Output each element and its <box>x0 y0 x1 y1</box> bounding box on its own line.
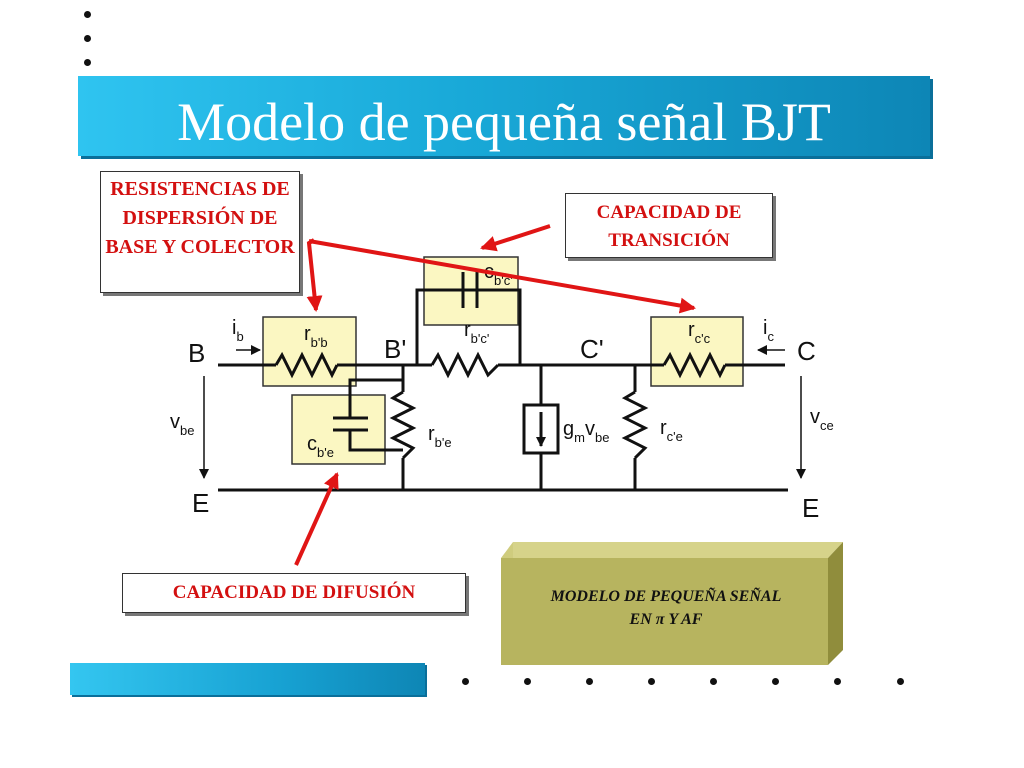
summary-box-text: MODELO DE PEQUEÑA SEÑAL EN π Y AF <box>505 585 827 631</box>
cbe-wire <box>348 378 403 400</box>
vbe-label: vbe <box>170 411 194 438</box>
decor-dot <box>524 678 531 685</box>
decor-dot <box>834 678 841 685</box>
node-e-left-label: E <box>192 488 209 518</box>
gm-vbe-label: gmvbe <box>563 418 609 445</box>
callout-capacidad-difusion: CAPACIDAD DE DIFUSIÓN <box>122 573 466 613</box>
vce-label: vce <box>810 406 834 433</box>
footer-bar <box>70 663 425 695</box>
decor-dot <box>84 11 91 18</box>
title-bar <box>78 76 930 156</box>
node-e-right-label: E <box>802 493 819 523</box>
rbe-label: rb'e <box>428 423 452 450</box>
ib-label: ib <box>232 317 244 344</box>
rcc-resistor <box>662 351 727 379</box>
rce-resistor <box>621 390 649 460</box>
ic-label: ic <box>763 317 774 344</box>
olive-box-side <box>828 542 843 665</box>
node-b-prime-label: B' <box>384 334 406 364</box>
rcc-highlight-box <box>650 316 744 387</box>
decor-dot <box>897 678 904 685</box>
rcc-label: rc'c <box>688 319 711 346</box>
arrow-to-rbb <box>306 238 323 312</box>
rbb-highlight-box <box>262 316 357 387</box>
slide-title: Modelo de pequeña señal BJT <box>177 92 831 152</box>
decor-dot <box>710 678 717 685</box>
cbe-label: cb'e <box>307 433 334 460</box>
arrow-to-rcc <box>308 239 696 314</box>
olive-box-face <box>501 558 828 665</box>
decor-dot <box>586 678 593 685</box>
decor-dot <box>84 35 91 42</box>
rbb-label: rb'b <box>304 323 328 350</box>
decor-dot <box>84 59 91 66</box>
decor-dot <box>648 678 655 685</box>
node-c-prime-label: C' <box>580 334 604 364</box>
callout-capacidad-transicion: CAPACIDAD DE TRANSICIÓN <box>565 193 773 258</box>
summary-line-2: EN π Y AF <box>629 611 703 628</box>
rbe-resistor <box>389 390 417 460</box>
rce-label: rc'e <box>660 417 683 444</box>
rbb-resistor <box>274 351 339 379</box>
summary-line-1: MODELO DE PEQUEÑA SEÑAL <box>550 588 782 605</box>
arrow-to-cbc <box>480 224 551 252</box>
olive-box-top <box>513 542 843 558</box>
rbc-label: rb'c' <box>464 319 489 346</box>
decor-dot <box>772 678 779 685</box>
rbc-resistor <box>430 351 500 379</box>
node-b-label: B <box>188 338 205 368</box>
arrow-to-cbe <box>294 472 339 566</box>
node-c-label: C <box>797 336 816 366</box>
callout-resistencias: RESISTENCIAS DE DISPERSIÓN DE BASE Y COL… <box>100 171 300 293</box>
decor-dot <box>462 678 469 685</box>
